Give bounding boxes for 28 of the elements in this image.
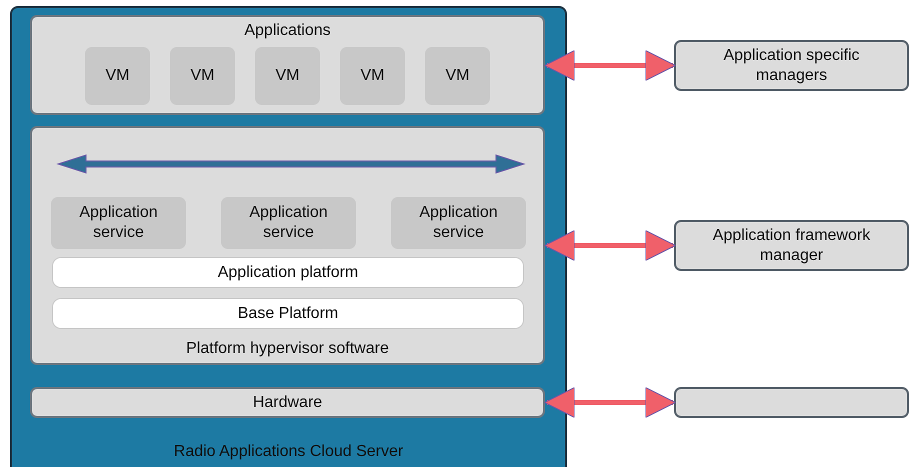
node-label: Application service bbox=[78, 203, 159, 243]
layer-panel bbox=[30, 126, 545, 365]
node-label: Platform hypervisor software bbox=[185, 339, 390, 359]
node-label: Base Platform bbox=[238, 304, 338, 324]
node-label: Application platform bbox=[218, 262, 358, 282]
node-label: Hardware bbox=[252, 392, 322, 412]
node-label: Application framework manager bbox=[712, 226, 872, 266]
double-arrow bbox=[544, 230, 676, 261]
layer-panel bbox=[30, 15, 545, 115]
node-label: VM bbox=[276, 66, 300, 86]
node-label: Application specific managers bbox=[722, 46, 861, 86]
layer-panel bbox=[30, 387, 545, 418]
double-arrow bbox=[544, 50, 676, 81]
platform-bar bbox=[52, 298, 524, 329]
node-label: Radio Applications Cloud Server bbox=[172, 442, 404, 462]
node-label: VM bbox=[446, 66, 470, 86]
node-label: VM bbox=[360, 66, 384, 86]
manager-box bbox=[674, 40, 909, 91]
platform-bar bbox=[52, 257, 524, 288]
node-label: Application service bbox=[418, 203, 499, 243]
manager-box bbox=[674, 220, 909, 271]
manager-box bbox=[674, 387, 909, 418]
node-label: VM bbox=[106, 66, 130, 86]
node-label: Applications bbox=[243, 21, 332, 41]
double-arrow bbox=[544, 387, 676, 418]
server-box bbox=[10, 6, 567, 467]
node-label: VM bbox=[190, 66, 214, 86]
node-label: Application service bbox=[248, 203, 329, 243]
